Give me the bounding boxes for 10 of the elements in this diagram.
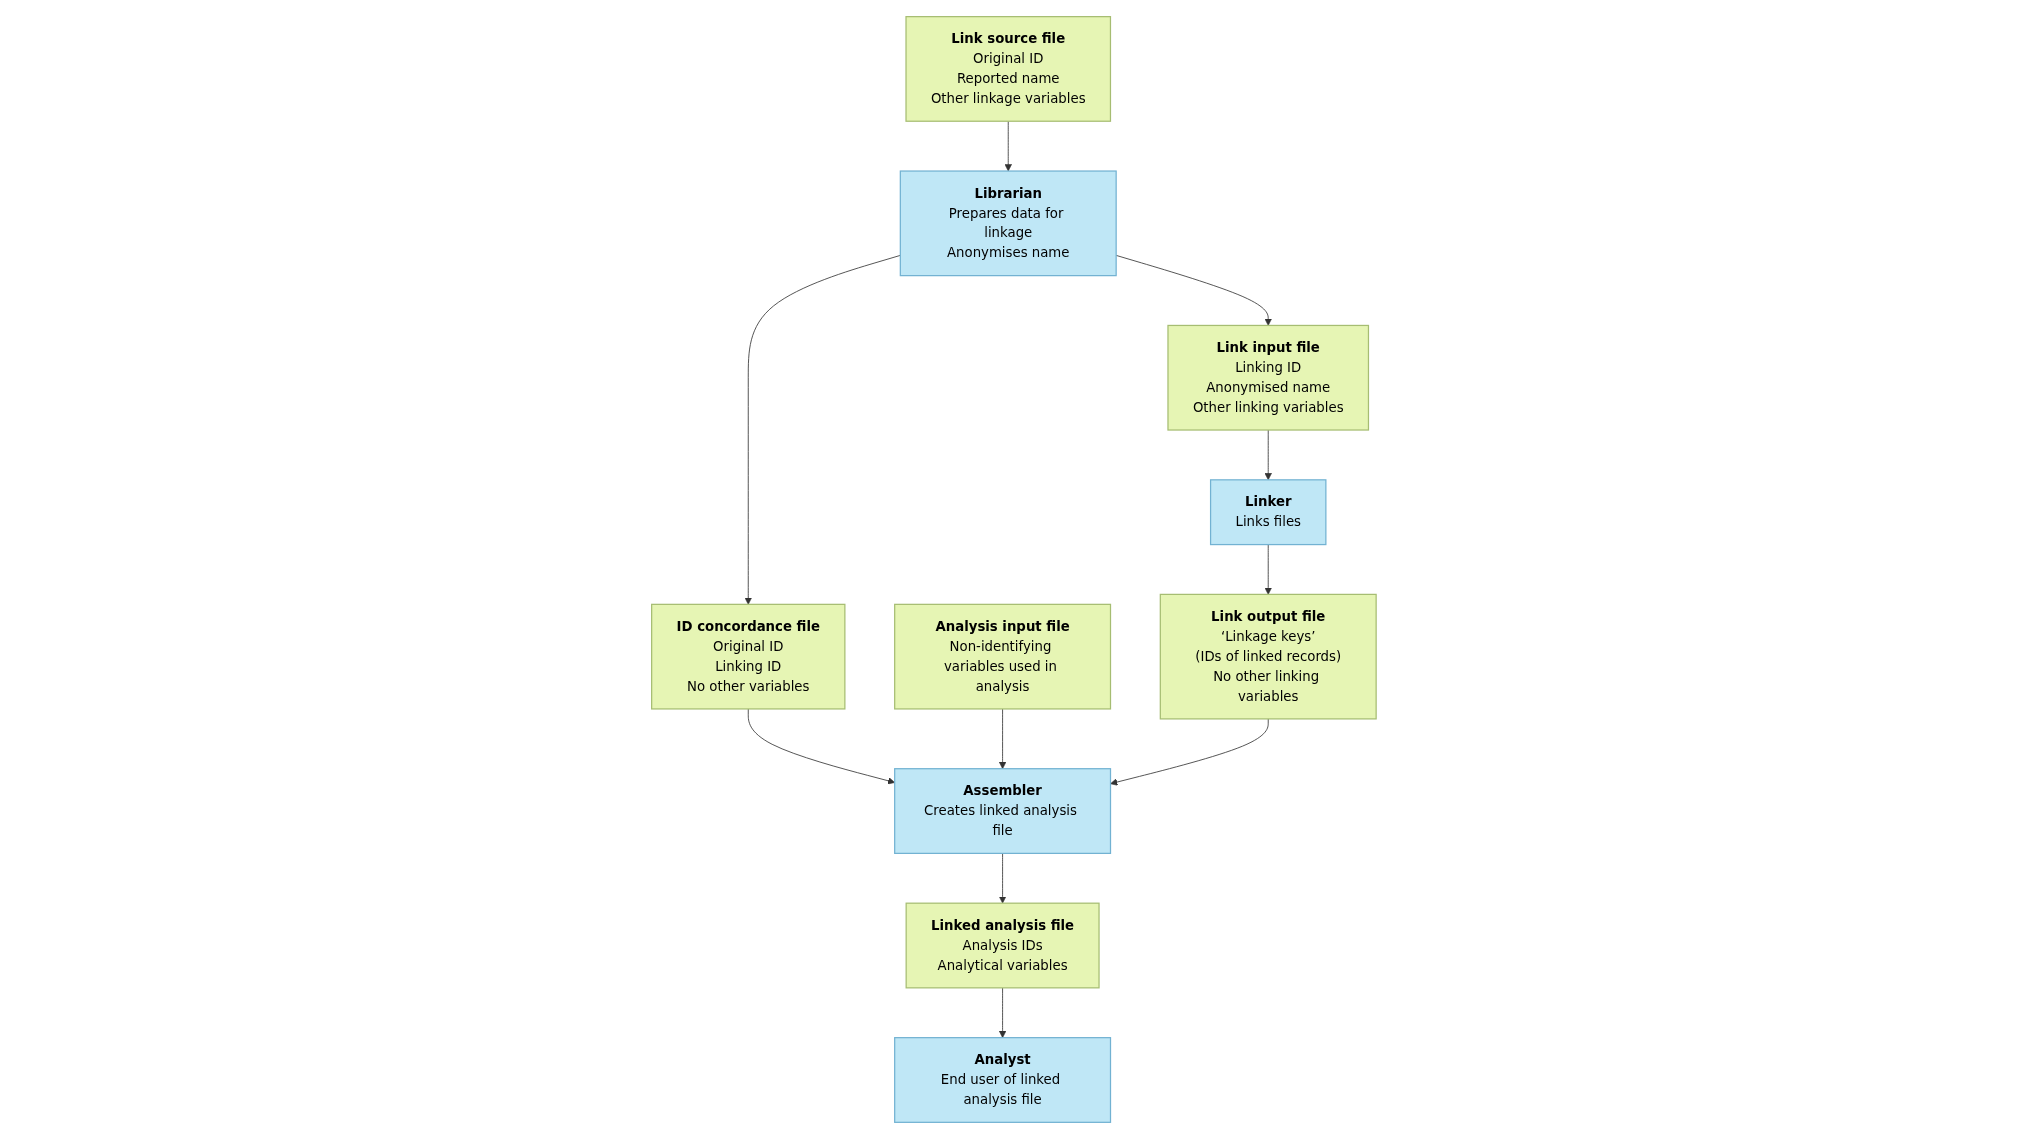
node-box: Assembler Creates linked analysis file bbox=[893, 768, 1111, 854]
node-box: Linked analysis file Analysis IDs Analytical variables bbox=[905, 902, 1100, 989]
node-box: Link input file Linking ID Anonymised name Other linking variables bbox=[1166, 324, 1369, 431]
node-box: ID concordance file Original ID Linking ID No other variables bbox=[650, 603, 846, 710]
node-box: Link source file Original ID Reported name Other linkage variables bbox=[905, 16, 1111, 122]
node-box: Linker Links files bbox=[1209, 479, 1327, 546]
node-box: Analyst End user of linked analysis file bbox=[893, 1037, 1111, 1123]
node-box: Librarian Prepares data for linkage Anonymises name bbox=[899, 170, 1117, 277]
node-box: Analysis input file Non-identifying variables used in analysis bbox=[893, 603, 1111, 710]
node-box: Link output file ‘Linkage keys’ (IDs of linked records) No other linking variables bbox=[1159, 593, 1377, 720]
